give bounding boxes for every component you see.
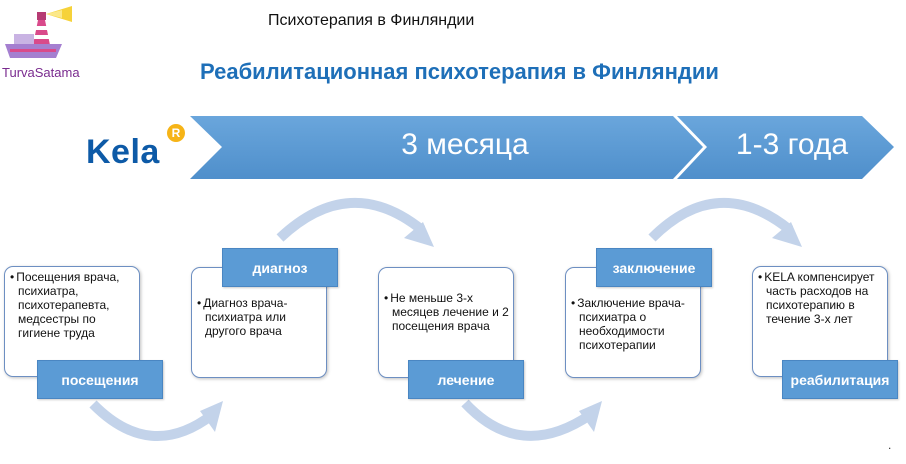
timeline-segment-2 [677,116,894,179]
footer-mark: . [888,438,892,452]
timeline-segment-1 [190,116,703,179]
step-card-rehabilitation: KELA компенсирует часть расходов на псих… [752,266,888,377]
step-text: Заключение врача-психиатра о необходимос… [577,296,696,352]
step-card-visits: Посещения врача, психиатра, психотерапев… [4,266,140,377]
curved-arrow-icon [276,198,426,242]
main-title: Реабилитационная психотерапия в Финлянди… [200,59,719,84]
header-title: Психотерапия в Финляндии [268,12,475,29]
step-label-rehabilitation: реабилитация [782,360,898,399]
step-text: Не меньше 3-х месяцев лечение и 2 посеще… [390,291,509,333]
step-card-treatment: Не меньше 3-х месяцев лечение и 2 посеще… [378,267,514,378]
step-label-treatment: лечение [408,360,524,399]
step-text: KELA компенсирует часть расходов на псих… [764,270,883,326]
curved-arrow-icon [648,198,794,242]
arrow-head [404,222,434,247]
arrow-head [579,401,602,432]
step-label-conclusion: заключение [596,248,712,287]
timeline-label-3-months: 3 месяца [401,128,529,161]
curved-arrow-icon [89,400,216,442]
lighthouse-ship-logo-icon [5,6,72,58]
brand-name: TurvaSatama [2,65,80,80]
curved-arrow-icon [461,399,593,441]
step-label-diagnosis: диагноз [222,248,338,287]
step-text: Диагноз врача-психиатра или другого врач… [203,296,322,338]
arrow-head [772,222,802,247]
arrow-head [200,401,223,432]
step-label-visits: посещения [37,360,163,399]
kela-registered-badge: R [167,124,185,142]
step-text: Посещения врача, психиатра, психотерапев… [16,270,135,340]
kela-logo: Kela [86,133,160,171]
timeline-label-1-3-years: 1-3 года [735,128,849,161]
